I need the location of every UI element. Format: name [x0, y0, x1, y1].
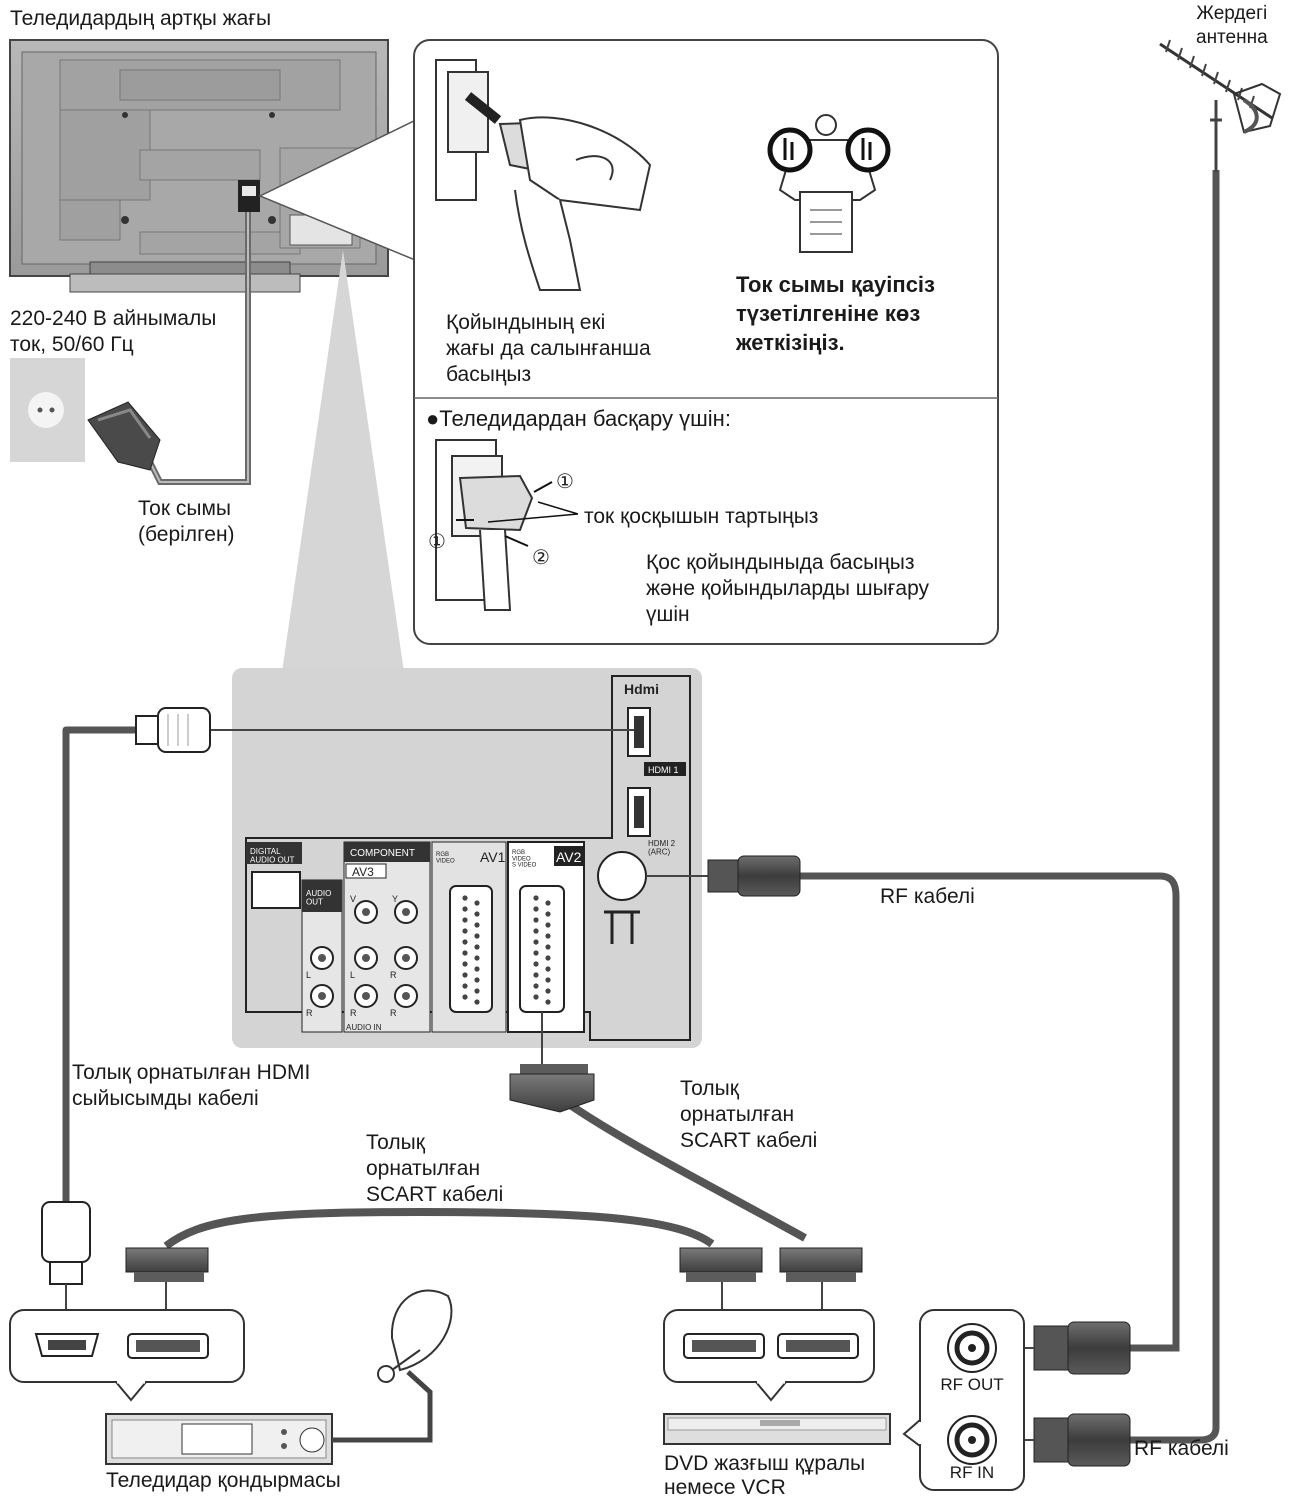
- marker-two: ②: [532, 545, 550, 569]
- scart-cable-label-left: Толық орнатылған SCART кабелі: [366, 1131, 504, 1206]
- insert-plug-instruction: Қойындының екі жағы да салынғанша басыңы…: [446, 311, 651, 386]
- scart-pins: [462, 895, 551, 1005]
- power-outlet-icon: [10, 358, 85, 462]
- antenna-label: Жердегі антенна: [1196, 3, 1268, 48]
- rf-plug-icon: [996, 1413, 1131, 1467]
- marker-one-top: ①: [556, 469, 574, 493]
- settop-box-panel: [9, 1309, 245, 1402]
- hdmi2-label: HDMI 2(ARC): [648, 839, 676, 856]
- scart-plug-icon: [679, 1247, 763, 1338]
- jack-y-label: Y: [392, 894, 398, 904]
- ensure-cord-warning: Ток сымы қауіпсіз түзетілгеніне көз жетк…: [736, 272, 935, 355]
- av3-label: AV3: [352, 865, 374, 879]
- audio-in-label: AUDIO IN: [346, 1023, 382, 1032]
- rf-plug-icon: [707, 855, 801, 897]
- rf-out-label: RF OUT: [940, 1375, 1004, 1394]
- tv-back-illustration: [9, 39, 389, 293]
- hdmi-plug-icon: [135, 707, 211, 753]
- rf-cable-label-bottom: RF кабелі: [1134, 1437, 1229, 1460]
- dvd-recorder-label: DVD жазғыш құралы немесе VCR: [664, 1452, 866, 1499]
- jack-v-label: V: [350, 894, 356, 904]
- jack-l-label-2: L: [350, 970, 355, 980]
- rf-cable-label-top: RF кабелі: [880, 885, 975, 908]
- rf-in-label: RF IN: [949, 1463, 995, 1482]
- antenna-icon: [1159, 39, 1282, 172]
- power-plug-icon: [87, 401, 161, 471]
- rf-plug-icon: [996, 1321, 1131, 1375]
- pull-plug-label: ток қосқышын тартыңыз: [584, 505, 819, 528]
- scart-plug-icon: [509, 1064, 595, 1113]
- plug-clips-icon: [767, 114, 891, 253]
- hand-icon: [435, 59, 652, 291]
- jack-r-label-4: R: [390, 1008, 397, 1018]
- power-cord-label: Ток сымы (берілген): [138, 497, 235, 546]
- settop-box-label: Теледидар қондырмасы: [106, 1469, 341, 1492]
- jack-r-label-3: R: [390, 970, 397, 980]
- hdmi-cable-label: Толық орнатылған HDMI сыйысымды кабелі: [72, 1061, 311, 1110]
- rf-jack-panel: [902, 1309, 1025, 1491]
- satellite-dish-icon: [332, 1289, 453, 1443]
- marker-one-left: ①: [428, 529, 446, 553]
- scart-cable-label-right: Толық орнатылған SCART кабелі: [680, 1077, 818, 1152]
- press-both-instruction: Қос қойындыныда басыңыз және қойындылард…: [646, 551, 930, 626]
- ac-power-label: 220-240 В айнымалы ток, 50/60 Гц: [10, 307, 217, 356]
- jack-r-label-2: R: [350, 1008, 357, 1018]
- jack-l-label-1: L: [306, 970, 311, 980]
- tv-back-label: Теледидардың артқы жағы: [10, 7, 272, 30]
- jack-r-label-1: R: [306, 1008, 313, 1018]
- component-label: COMPONENT: [350, 848, 415, 859]
- remove-heading: ●Теледидардан басқару үшін:: [426, 406, 731, 431]
- dvd-recorder-device: [663, 1413, 891, 1445]
- connector-panel: [232, 668, 702, 1048]
- av1-label: AV1: [480, 849, 506, 865]
- hdmi-logo: Hdmi: [624, 681, 659, 697]
- dvd-recorder-panel: [663, 1309, 875, 1402]
- hdmi1-label: HDMI 1: [648, 765, 679, 775]
- av2-label: AV2: [556, 849, 582, 865]
- remove-plug-icon: [435, 439, 579, 611]
- settop-box-device: [105, 1413, 333, 1465]
